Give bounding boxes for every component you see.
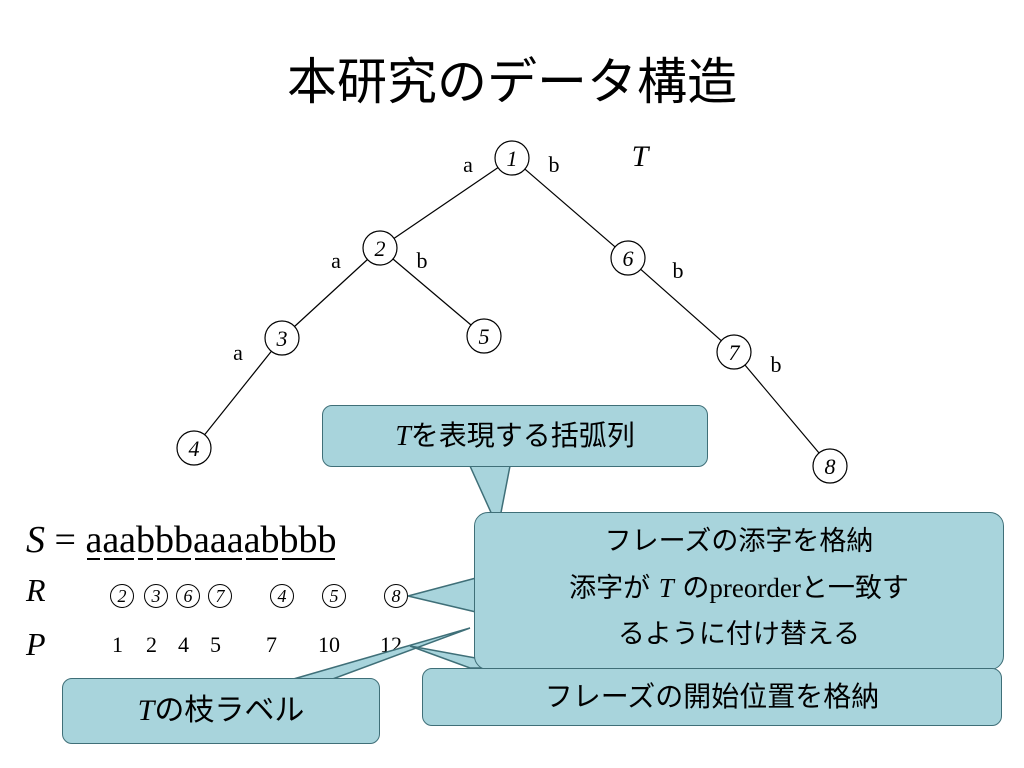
edge-label: b xyxy=(549,152,560,177)
r-value: 4 xyxy=(270,584,294,608)
phrase-list: aaabbbaaaabbbb xyxy=(85,519,336,561)
tree-edge xyxy=(393,167,499,239)
edge-label: a xyxy=(331,248,341,273)
tree-node xyxy=(494,140,530,176)
edge-label: b xyxy=(417,248,428,273)
tree-node-label: 3 xyxy=(276,326,288,351)
tree-edge xyxy=(744,364,820,454)
paren-callout-text: を表現する括弧列 xyxy=(410,419,635,452)
tree-node xyxy=(176,430,212,466)
r-value: 7 xyxy=(208,584,232,608)
edge-callout-text: の枝ラベル xyxy=(154,693,305,728)
index-callout-line3: るように付け替える xyxy=(617,619,861,650)
p-value: 10 xyxy=(318,632,340,657)
s-string-row: S = aaabbbaaaabbbb xyxy=(26,518,337,562)
phrase: aa xyxy=(102,519,137,561)
tree-node-label: 4 xyxy=(189,436,200,461)
phrase: ab xyxy=(243,519,280,561)
index-line2-pre: 添字が xyxy=(569,573,659,604)
s-equals: = xyxy=(54,519,76,561)
edge-callout-t: T xyxy=(137,694,155,727)
edge-label: a xyxy=(463,152,473,177)
phrase: aaa xyxy=(193,519,244,561)
index-callout-line1: フレーズの添字を格納 xyxy=(604,526,874,557)
r-value: 2 xyxy=(110,584,134,608)
phrase: bbb xyxy=(279,519,337,561)
slide-title: 本研究のデータ構造 xyxy=(287,53,737,111)
tree-node-label: 5 xyxy=(479,324,490,349)
tree-node-label: 7 xyxy=(729,340,741,365)
phrase-index-callout: フレーズの添字を格納 添字が T のpreorderと一致す るように付け替える xyxy=(474,512,1004,670)
tree-edge xyxy=(392,258,472,326)
edge-label: a xyxy=(233,340,243,365)
r-value: 5 xyxy=(322,584,346,608)
tree-node xyxy=(610,240,646,276)
r-value: 3 xyxy=(144,584,168,608)
tree-node xyxy=(812,448,848,484)
paren-callout-t: T xyxy=(395,421,411,452)
index-line2-t: T xyxy=(658,573,674,603)
tree-edge xyxy=(204,350,272,436)
edge-label-callout: Tの枝ラベル xyxy=(62,678,380,744)
tree-node xyxy=(716,334,752,370)
phrase: bb xyxy=(155,519,194,561)
edge-label: b xyxy=(771,352,782,377)
index-callout-line2: 添字が T のpreorderと一致す xyxy=(475,565,1003,612)
tree-edge xyxy=(524,168,616,248)
tree-node xyxy=(264,320,300,356)
phrase: b xyxy=(136,519,156,561)
tree-node-label: 2 xyxy=(375,236,386,261)
index-line2-word: preorder xyxy=(709,573,801,603)
tree-edge xyxy=(294,259,368,327)
p-value: 1 xyxy=(112,632,123,657)
tree-name-label: T xyxy=(632,140,651,173)
index-line2-mid: の xyxy=(673,573,710,604)
tree-node-label: 1 xyxy=(507,146,518,171)
paren-string-callout: Tを表現する括弧列 xyxy=(322,405,708,467)
start-position-callout: フレーズの開始位置を格納 xyxy=(422,668,1002,726)
phrase: a xyxy=(85,519,103,561)
p-label: P xyxy=(26,626,46,662)
r-value: 6 xyxy=(176,584,200,608)
r-label: R xyxy=(26,572,46,608)
tree-node-label: 6 xyxy=(623,246,634,271)
p-value: 7 xyxy=(266,632,277,657)
tree-node xyxy=(362,230,398,266)
s-label: S xyxy=(26,519,45,561)
start-callout-text: フレーズの開始位置を格納 xyxy=(544,680,880,713)
tree-edge xyxy=(640,268,722,342)
r-value: 8 xyxy=(384,584,408,608)
index-line2-post: と一致す xyxy=(800,573,909,604)
p-value: 4 xyxy=(178,632,189,657)
p-value: 2 xyxy=(146,632,157,657)
p-value: 5 xyxy=(210,632,221,657)
index-pointer xyxy=(407,577,477,613)
edge-label: b xyxy=(673,258,684,283)
tree-node-label: 8 xyxy=(825,454,836,479)
tree-node xyxy=(466,318,502,354)
